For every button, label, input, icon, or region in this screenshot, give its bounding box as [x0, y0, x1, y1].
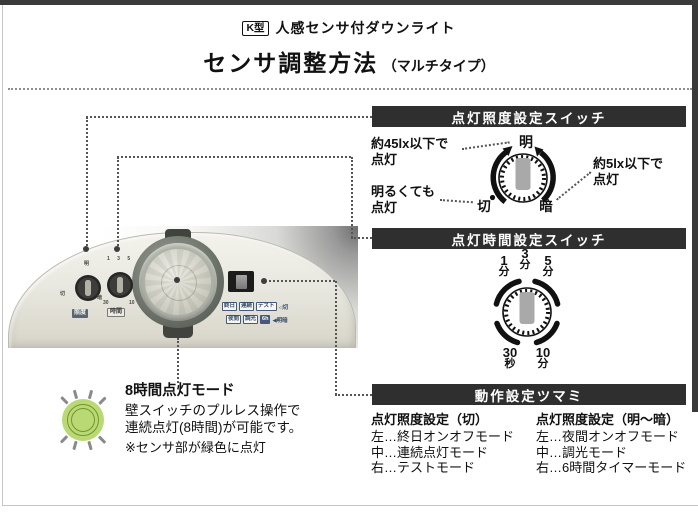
panel-time-title: 点灯時間設定スイッチ [451, 232, 607, 248]
lamp-ray [97, 435, 107, 444]
header: K型人感センサ付ダウンライト [0, 18, 698, 38]
dial-mark-dark: 暗 [539, 199, 553, 214]
left-rule [2, 5, 3, 506]
leader-switch-horizontal [269, 280, 335, 282]
mode-label: テスト [256, 302, 277, 311]
header-separator [8, 88, 692, 90]
right-edge-bar [692, 0, 698, 412]
leader-switch-into-bar [335, 394, 372, 396]
page-title: センサ調整方法 [203, 50, 379, 76]
device-time-dial [107, 272, 133, 298]
leader-dial2-down [351, 157, 353, 238]
time-mark-10min: 10 分 [535, 345, 551, 370]
annotation-5lx: 約5lx以下で 点灯 [593, 156, 664, 187]
type-badge: K型 [242, 21, 269, 36]
note-line1: 壁スイッチのプルレス操作で [125, 403, 301, 418]
leader-sensor-dot [174, 277, 180, 283]
note-heading: 8時間点灯モード [125, 383, 235, 399]
mode-label: 連続 [239, 302, 255, 311]
green-lamp-ring-outer [67, 404, 99, 436]
mode-label: 調光 [243, 315, 259, 324]
top-edge-bar [0, 0, 698, 5]
device-dial2-label: 時間 [107, 308, 126, 317]
dial-mark-off: 切 [477, 199, 491, 214]
mode-dim-item: 中…調光モード [536, 444, 628, 460]
product-name: 人感センサ付ダウンライト [275, 20, 456, 36]
panel-mode-header: 動作設定ツマミ [372, 384, 686, 405]
annotation-45lx: 約45lx以下で 点灯 [371, 136, 449, 167]
lamp-ray [59, 396, 68, 405]
time-mark-30sec: 30 秒 [502, 345, 518, 370]
device-dial1-mark-left: 切 [60, 291, 66, 297]
mode-label-suffix: ◁切 [278, 304, 289, 311]
panel-illuminance-title: 点灯照度設定スイッチ [451, 110, 607, 126]
bottom-rule [2, 505, 698, 506]
leader-switch-dot [261, 278, 267, 284]
dial-mark-bright: 明 [519, 134, 533, 150]
device-dial2-mark-bl: 30 [103, 300, 109, 306]
leader-dial2-vertical [117, 157, 119, 250]
leader-dial1-vertical [86, 117, 88, 250]
leader-sensor-vertical [177, 338, 179, 383]
annotation-bright: 明るくても 点灯 [371, 184, 435, 215]
device-mode-labels-row2: 夜間 調光 6h ◀明暗 [226, 315, 288, 324]
mode-off-item: 左…終日オンオフモード [371, 428, 515, 444]
device-dial1-mark-top: 明 [84, 261, 90, 267]
device-photo: 明 切 暗 照度 1 3 5 30 10 時間 終日 連続 テスト ◁切 夜間 … [8, 226, 358, 348]
mode-column-dim: 点灯照度設定（明～暗） 左…夜間オンオフモード 中…調光モード 右…6時間タイマ… [536, 412, 692, 476]
note-block: 8時間点灯モード 壁スイッチのプルレス操作で 連続点灯(8時間)が可能です。 ※… [125, 382, 355, 456]
device-dial2-mark-top: 1 3 5 [107, 256, 134, 262]
device-dial1-mark-right: 暗 [97, 295, 103, 301]
device-mode-labels-row1: 終日 連続 テスト ◁切 [222, 302, 288, 311]
mode-off-item: 中…連続点灯モード [371, 444, 489, 460]
panel-time-header: 点灯時間設定スイッチ [372, 228, 686, 249]
mode-label: 終日 [222, 302, 238, 311]
mode-label: 夜間 [226, 315, 242, 324]
mode-dim-item: 右…6時間タイマーモード [536, 460, 687, 476]
lamp-ray [59, 435, 68, 444]
mode-dim-heading: 点灯照度設定（明～暗） [536, 412, 680, 427]
note-line3: ※センサ部が緑色に点灯 [125, 440, 266, 455]
leader-bright [439, 199, 473, 204]
panel-mode-title: 動作設定ツマミ [474, 388, 584, 404]
lamp-ray [73, 441, 78, 451]
time-dial-graphic [493, 278, 561, 346]
time-mark-3min: 3 分 [519, 246, 531, 271]
leader-dial2-into-bar [351, 237, 372, 239]
green-lamp-ring-inner [71, 408, 95, 432]
leader-dial1-dot [83, 246, 89, 252]
device-dial2-mark-br: 10 [129, 300, 135, 306]
leader-dial2-horizontal [117, 156, 351, 158]
mode-off-heading: 点灯照度設定（切） [371, 412, 489, 427]
mode-label: 6h [260, 315, 271, 324]
lamp-ray [87, 441, 93, 451]
device-mode-switch-knob [236, 275, 247, 289]
time-mark-1min: 1 分 [498, 253, 510, 278]
illuminance-dial-graphic [489, 146, 556, 204]
device-dial1-label: 照度 [72, 309, 89, 318]
lamp-ray [87, 389, 93, 399]
page-title-row: センサ調整方法 （マルチタイプ） [0, 44, 698, 78]
leader-dial1-horizontal [86, 116, 372, 118]
device-illuminance-dial [75, 275, 101, 301]
mode-label-suffix: ◀明暗 [272, 317, 288, 324]
lamp-ray [97, 396, 107, 405]
page-subtitle: （マルチタイプ） [382, 58, 495, 74]
mode-off-item: 右…テストモード [371, 460, 476, 476]
note-line2: 連続点灯(8時間)が可能です。 [125, 420, 303, 435]
panel-illuminance-header: 点灯照度設定スイッチ [372, 106, 686, 127]
leader-dial2-dot [114, 246, 120, 252]
mode-column-off: 点灯照度設定（切） 左…終日オンオフモード 中…連続点灯モード 右…テストモード [371, 412, 533, 476]
sensor-facet-ring [161, 265, 197, 301]
lamp-ray [73, 389, 78, 399]
mode-dim-item: 左…夜間オンオフモード [536, 428, 680, 444]
leader-switch-down [335, 281, 337, 395]
time-mark-5min: 5 分 [542, 253, 554, 278]
